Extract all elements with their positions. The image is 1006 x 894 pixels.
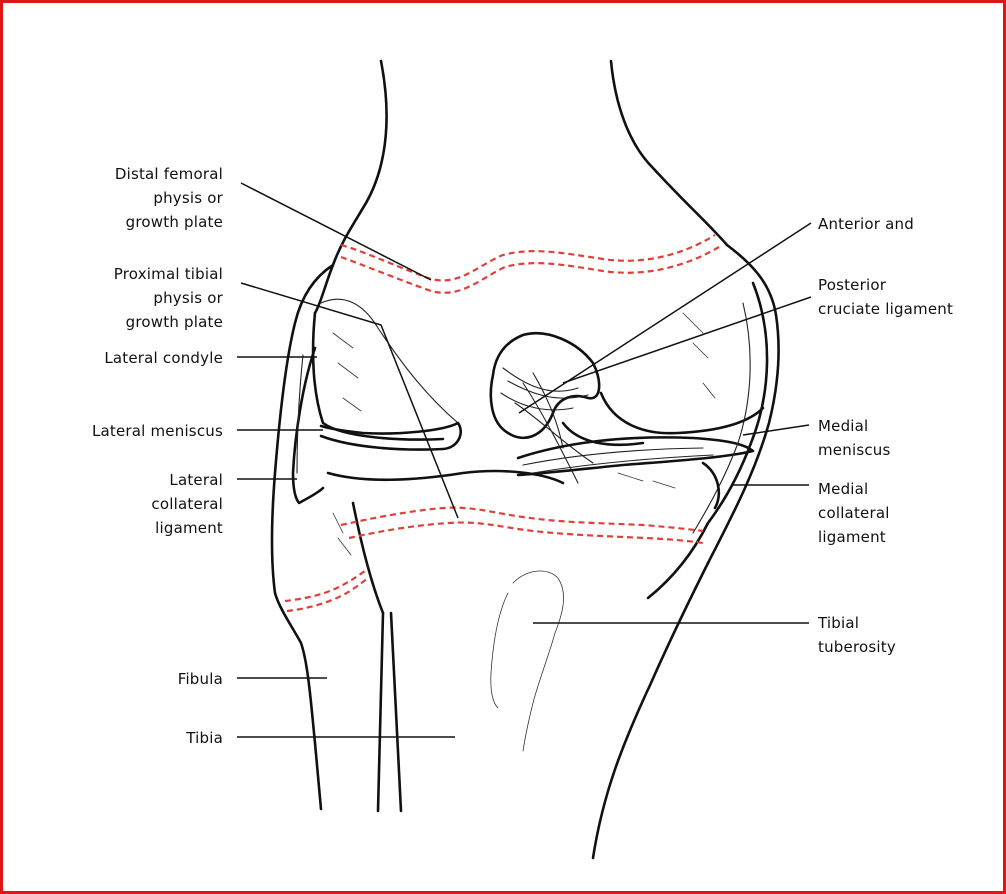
label-line: ligament [818,525,890,549]
label-lateral-collateral: Lateral collateral ligament [83,468,223,540]
medial-collateral-shape [648,283,767,598]
distal-femoral-plate-upper [341,235,715,280]
leader-distal-femoral [241,183,431,280]
femur-medial-outline [611,61,779,563]
label-line: ligament [83,516,223,540]
label-line: physis or [63,186,223,210]
label-proximal-tibial: Proximal tibial physis or growth plate [63,262,223,334]
leader-posterior-cruciate [563,297,811,383]
label-line: tuberosity [818,635,896,659]
label-tibial-tuberosity: Tibial tuberosity [818,611,896,659]
label-line: physis or [63,286,223,310]
fibula-shaft [378,613,383,811]
leader-medial-meniscus [743,425,809,435]
tibial-plateau [328,471,563,483]
label-lateral-meniscus: Lateral meniscus [33,419,223,443]
label-tibia: Tibia [103,726,223,750]
label-medial-meniscus: Medial meniscus [818,414,891,462]
label-line: collateral [818,501,890,525]
lateral-condyle-inner [321,299,458,423]
fibular-plate-lower [287,579,367,611]
label-posterior-cruciate: Posterior cruciate ligament [818,273,953,321]
lateral-condyle-outline [313,313,443,440]
fibular-plate-upper [285,571,365,601]
label-line: Medial [818,414,891,438]
label-distal-femoral: Distal femoral physis or growth plate [63,162,223,234]
tibia-shaft [391,613,401,811]
distal-femoral-plate-lower [341,247,719,293]
label-line: Proximal tibial [63,262,223,286]
label-line: Medial [818,477,890,501]
lateral-outer-contour [272,265,333,809]
label-line: collateral [83,492,223,516]
label-fibula: Fibula [103,667,223,691]
label-line: Posterior [818,273,953,297]
intercondylar-notch [491,333,599,438]
proximal-tibial-plate-upper [341,508,703,531]
femur-lateral-outline [315,61,387,313]
lateral-meniscus-shape [321,423,461,450]
tibial-tuberosity-sketch [491,571,564,751]
label-line: Lateral [83,468,223,492]
label-line: Tibial [818,611,896,635]
label-line: cruciate ligament [818,297,953,321]
tibia-lateral-line [353,503,383,613]
medial-condyle-outline [601,393,763,433]
label-line: growth plate [63,210,223,234]
label-line: meniscus [818,438,891,462]
leader-anterior-cruciate [519,223,811,413]
label-medial-collateral: Medial collateral ligament [818,477,890,549]
label-line: growth plate [63,310,223,334]
tibia-medial-contour [593,563,708,858]
label-line: Distal femoral [63,162,223,186]
label-anterior-and: Anterior and [818,212,914,236]
label-lateral-condyle: Lateral condyle [43,346,223,370]
